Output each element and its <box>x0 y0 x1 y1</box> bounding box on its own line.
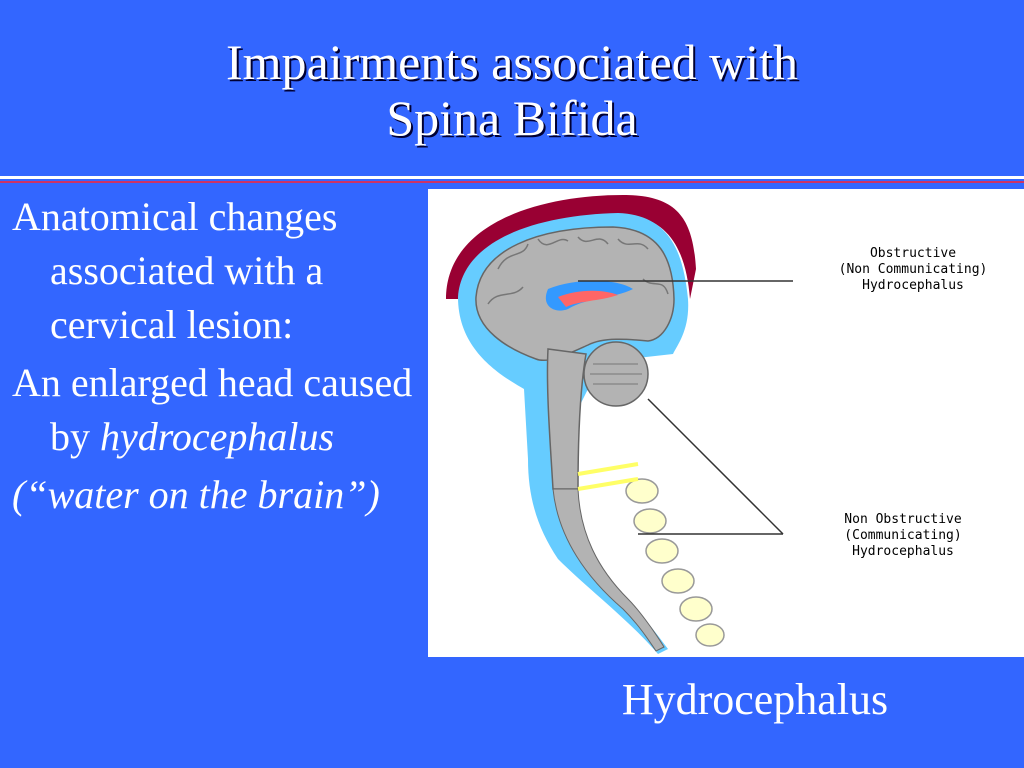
label-obstructive-line3: Hydrocephalus <box>862 278 964 293</box>
label-nonobstructive-line2: (Communicating) <box>844 528 961 543</box>
title-line-2: Spina Bifida <box>386 90 638 146</box>
vertebrae <box>625 478 725 647</box>
bullet-enlarged-head-text: An enlarged head caused by <box>12 360 413 459</box>
choroid-plexus <box>558 290 618 307</box>
slide-title: Impairments associated with Spina Bifida <box>0 34 1024 146</box>
label-nonobstructive-line3: Hydrocephalus <box>852 544 954 559</box>
brain-spine-illustration: Obstructive (Non Communicating) Hydrocep… <box>446 195 988 654</box>
hydrocephalus-diagram: Obstructive (Non Communicating) Hydrocep… <box>428 189 1024 657</box>
brainstem <box>546 348 587 490</box>
title-divider <box>0 176 1024 179</box>
title-line-1: Impairments associated with <box>225 34 799 90</box>
pointer-lines <box>578 280 793 535</box>
cerebellum-folia <box>590 363 642 385</box>
bullet-anatomical-changes: Anatomical changes associated with a cer… <box>12 194 338 347</box>
spinal-cord <box>552 488 665 652</box>
label-obstructive-line2: (Non Communicating) <box>839 262 988 277</box>
label-nonobstructive-line1: Non Obstructive <box>844 512 962 527</box>
bullet-list: Anatomical changes associated with a cer… <box>12 190 422 526</box>
cervical-lesion-marker <box>577 462 639 491</box>
label-obstructive-line1: Obstructive <box>870 246 956 261</box>
label-non-obstructive: Non Obstructive (Communicating) Hydrocep… <box>844 512 962 559</box>
figure-caption: Hydrocephalus <box>621 675 889 724</box>
label-obstructive: Obstructive (Non Communicating) Hydrocep… <box>839 246 988 293</box>
scalp <box>446 195 696 299</box>
hydrocephalus-term: hydrocephalus <box>100 414 335 459</box>
bullet-water-on-brain: (“water on the brain”) <box>12 472 380 517</box>
title-divider-accent <box>0 181 1024 183</box>
bullet-enlarged-head: An enlarged head caused by hydrocephalus <box>12 356 422 464</box>
